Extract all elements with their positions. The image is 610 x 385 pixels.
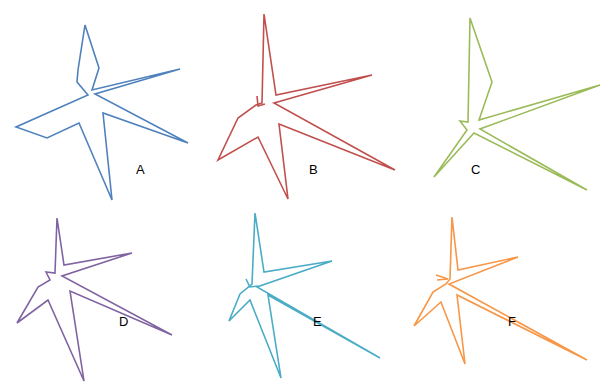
- figure-letter: A: [136, 163, 145, 176]
- figure-letter: F: [508, 315, 516, 328]
- figure-letter: C: [471, 163, 480, 176]
- star-figure-b: [218, 14, 395, 199]
- figure-letter: E: [313, 315, 322, 328]
- figure-letter: B: [309, 163, 318, 176]
- star-figure-e: [229, 213, 380, 378]
- star-figure-b-tick: [257, 96, 265, 106]
- star-figure-f: [414, 217, 587, 364]
- star-figure-d: [17, 218, 172, 381]
- star-figure-e-tick: [246, 279, 258, 287]
- figure-letter: D: [119, 315, 128, 328]
- star-figure-f-flag: [436, 275, 448, 280]
- star-figure-a: [16, 25, 188, 200]
- star-figure-c: [434, 18, 600, 190]
